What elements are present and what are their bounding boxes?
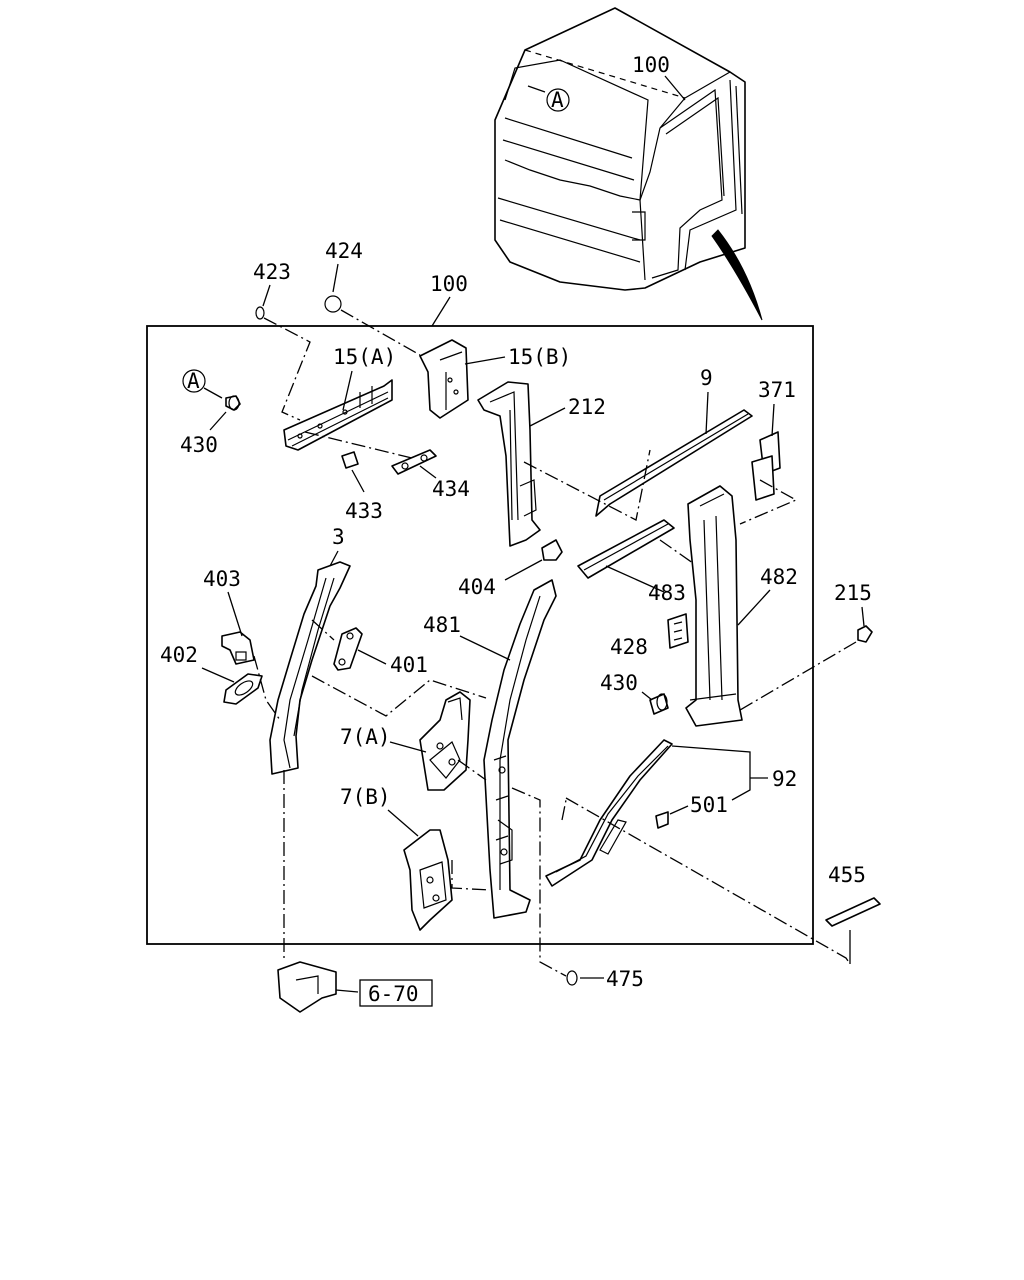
part-401: 401 <box>333 627 428 677</box>
part-402: 402 <box>160 643 263 705</box>
ref-6-70-box <box>359 979 433 1007</box>
label-434: 434 <box>432 477 470 501</box>
label-7b: 7(B) <box>340 785 391 809</box>
part-212: 212 <box>477 381 606 547</box>
label-483: 483 <box>648 581 686 605</box>
label-371: 371 <box>758 378 796 402</box>
part-423: 423 <box>253 260 311 421</box>
part-7a: 7(A) <box>340 691 487 791</box>
label-15b: 15(B) <box>508 345 571 369</box>
part-404: 404 <box>458 539 563 599</box>
label-215: 215 <box>834 581 872 605</box>
part-482: 482 <box>685 485 798 727</box>
cab-label-100: 100 <box>632 53 670 77</box>
part-9: 9 <box>595 366 753 517</box>
label-401: 401 <box>390 653 428 677</box>
part-7b: 7(B) <box>340 785 491 931</box>
part-428: 428 <box>610 613 689 659</box>
label-404: 404 <box>458 575 496 599</box>
ref-6-70-label: 6-70 <box>368 982 419 1006</box>
part-92: 92 <box>545 739 797 887</box>
part-15b: 15(B) <box>419 339 571 419</box>
part-483: 483 <box>577 519 701 605</box>
part-430-top: A 430 <box>180 369 241 457</box>
ref-6-70: 6-70 <box>277 770 433 1013</box>
part-433: 433 <box>341 451 383 523</box>
label-403: 403 <box>203 567 241 591</box>
frame-label-100: 100 <box>430 272 468 296</box>
part-403: 403 <box>203 567 255 665</box>
part-455: 455 <box>565 797 881 965</box>
ref-a-label: A <box>187 369 200 393</box>
label-3: 3 <box>332 525 345 549</box>
label-430-top: 430 <box>180 433 218 457</box>
label-482: 482 <box>760 565 798 589</box>
part-430-mid: 430 <box>600 671 669 715</box>
label-7a: 7(A) <box>340 725 391 749</box>
cab-overview: A 100 <box>494 7 763 321</box>
part-481: 481 <box>423 579 557 919</box>
label-9: 9 <box>700 366 713 390</box>
label-402: 402 <box>160 643 198 667</box>
part-3: 3 <box>269 525 351 775</box>
label-433: 433 <box>345 499 383 523</box>
label-212: 212 <box>568 395 606 419</box>
part-371: 371 <box>739 378 798 525</box>
label-428: 428 <box>610 635 648 659</box>
part-434: 434 <box>391 449 470 501</box>
part-475: 475 <box>511 787 644 991</box>
label-475: 475 <box>606 967 644 991</box>
label-423: 423 <box>253 260 291 284</box>
label-501: 501 <box>690 793 728 817</box>
label-15a: 15(A) <box>333 345 396 369</box>
label-430-mid: 430 <box>600 671 638 695</box>
label-424: 424 <box>325 239 363 263</box>
cab-ref-a-label: A <box>551 88 564 112</box>
assembly-frame <box>146 325 814 945</box>
part-215: 215 <box>739 581 873 711</box>
part-501: 501 <box>655 793 728 829</box>
part-15a: 15(A) <box>283 345 421 461</box>
label-455: 455 <box>828 863 866 887</box>
part-424: 424 <box>324 239 421 356</box>
label-92: 92 <box>772 767 797 791</box>
label-481: 481 <box>423 613 461 637</box>
